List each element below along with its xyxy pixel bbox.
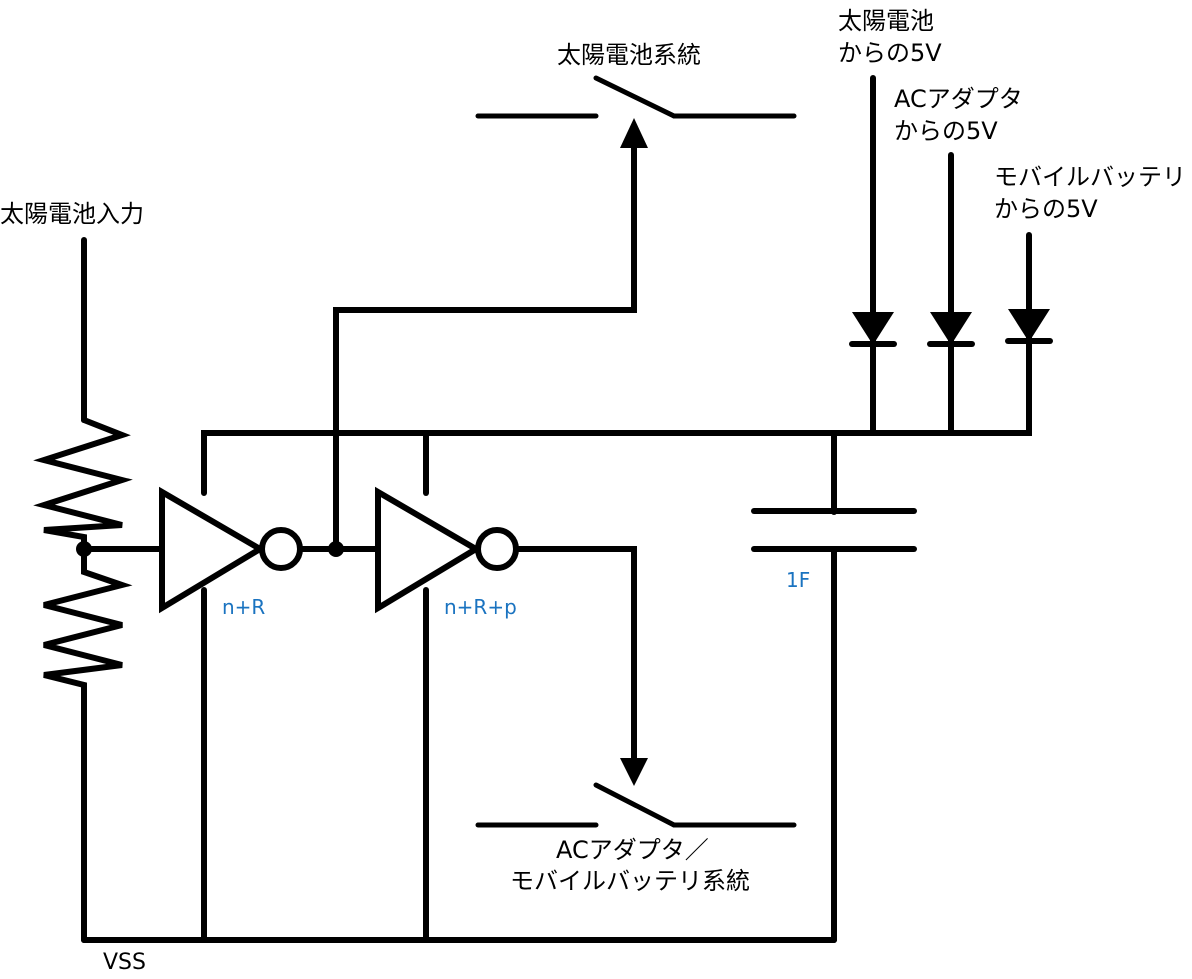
vdd-rail — [201, 312, 1032, 496]
label-ac-battery-line1: ACアダプタ／ — [556, 836, 709, 864]
label-inverter1: n+R — [222, 595, 266, 619]
inverter2-triangle — [375, 486, 482, 614]
diode-battery-icon — [1008, 309, 1050, 342]
resistor-lower — [43, 545, 133, 943]
label-inverter2: n+R+p — [444, 595, 517, 619]
label-solar-5v-line1: 太陽電池 — [838, 7, 934, 35]
solar-switch-control-wire — [333, 142, 637, 552]
arrow-down-icon — [620, 758, 648, 786]
label-solar-5v-line2: からの5V — [838, 39, 942, 67]
ac-switch-control-wire — [513, 546, 637, 763]
label-ac-battery-line2: モバイルバッテリ系統 — [510, 867, 750, 895]
inverter1-bubble — [259, 527, 303, 571]
arrow-up-icon — [620, 118, 648, 148]
diode-solar-icon — [852, 312, 894, 345]
resistor-upper — [33, 417, 133, 551]
label-solar-system: 太陽電池系統 — [557, 41, 701, 69]
label-vss: VSS — [103, 950, 146, 975]
solar-switch-blade — [593, 75, 677, 119]
label-solar-input: 太陽電池入力 — [0, 200, 144, 228]
label-ac-5v-line2: からの5V — [894, 117, 998, 145]
label-capacitor: 1F — [786, 568, 811, 592]
label-battery-5v-line1: モバイルバッテリ — [994, 163, 1186, 191]
inverter2-bubble — [475, 527, 519, 571]
label-ac-5v-line1: ACアダプタ — [894, 85, 1023, 113]
inverter1-triangle — [159, 486, 266, 614]
ac-switch-blade — [593, 782, 677, 828]
label-battery-5v-line2: からの5V — [994, 195, 1098, 223]
diode-ac-icon — [930, 312, 972, 345]
